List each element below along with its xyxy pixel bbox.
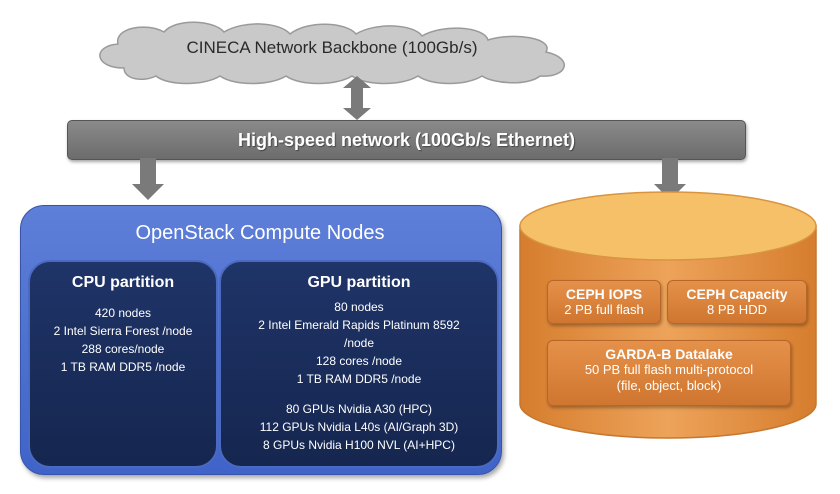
cloud-label: CINECA Network Backbone (100Gb/s) — [186, 38, 478, 57]
cpu-partition-title: CPU partition — [71, 274, 175, 291]
garda-detail-2: (file, object, block) — [616, 378, 722, 393]
network-label: High-speed network (100Gb/s Ethernet) — [237, 129, 576, 150]
gpu-ram: 1 TB RAM DDR5 /node — [296, 372, 422, 386]
garda-datalake-box: GARDA-B Datalake 50 PB full flash multi-… — [547, 340, 791, 406]
cpu-ram: 1 TB RAM DDR5 /node — [60, 360, 186, 374]
gpu-nodes: 80 nodes — [334, 300, 384, 314]
ceph-iops-box: CEPH IOPS 2 PB full flash — [547, 280, 661, 324]
cpu-cores: 288 cores/node — [81, 342, 165, 356]
gpu-partition: GPU partition 80 nodes 2 Intel Emerald R… — [219, 260, 499, 468]
cpu-partition: CPU partition 420 nodes 2 Intel Sierra F… — [28, 260, 218, 468]
ceph-iops-title: CEPH IOPS — [565, 286, 643, 302]
down-arrow-icon — [654, 158, 686, 200]
ceph-capacity-box: CEPH Capacity 8 PB HDD — [667, 280, 807, 324]
openstack-title: OpenStack Compute Nodes — [135, 222, 385, 244]
ceph-iops-detail: 2 PB full flash — [564, 302, 644, 317]
garda-title: GARDA-B Datalake — [605, 346, 733, 362]
cpu-nodes: 420 nodes — [94, 306, 152, 320]
ceph-capacity-detail: 8 PB HDD — [707, 302, 767, 317]
high-speed-network-bar: High-speed network (100Gb/s Ethernet) — [67, 120, 746, 160]
cpu-processors: 2 Intel Sierra Forest /node — [53, 324, 193, 338]
gpu-processors: 2 Intel Emerald Rapids Platinum 8592 — [258, 318, 460, 332]
garda-detail-1: 50 PB full flash multi-protocol — [584, 362, 754, 377]
bidirectional-arrow-icon — [343, 76, 371, 120]
ceph-capacity-title: CEPH Capacity — [686, 286, 788, 302]
gpu-a30: 80 GPUs Nvidia A30 (HPC) — [285, 402, 433, 416]
network-backbone-cloud — [99, 21, 565, 85]
gpu-l40s: 112 GPUs Nvidia L40s (AI/Graph 3D) — [259, 420, 459, 434]
gpu-cores: 128 cores /node — [315, 354, 403, 368]
gpu-processors-unit: /node — [343, 336, 375, 350]
gpu-partition-title: GPU partition — [307, 274, 411, 291]
gpu-h100: 8 GPUs Nvidia H100 NVL (AI+HPC) — [263, 438, 455, 452]
down-arrow-icon — [132, 158, 164, 200]
